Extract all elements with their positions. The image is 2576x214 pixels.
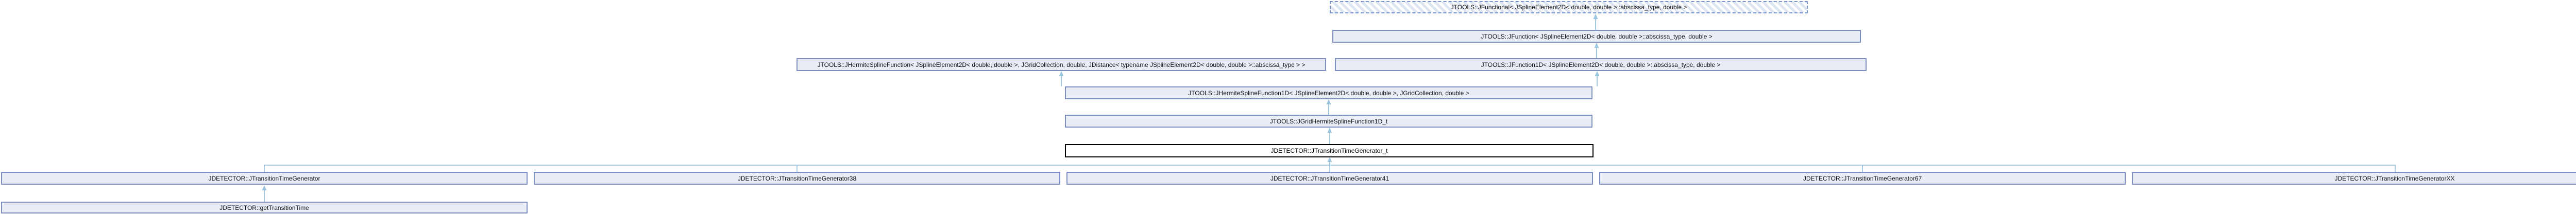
node-jtransitiontimegenerator41[interactable]: JDETECTOR::JTransitionTimeGenerator41 <box>1066 172 1593 185</box>
node-jfunction[interactable]: JTOOLS::JFunction< JSplineElement2D< dou… <box>1332 30 1861 43</box>
node-jhermitesplinefunction1d[interactable]: JTOOLS::JHermiteSplineFunction1D< JSplin… <box>1065 86 1592 99</box>
node-jhermitesplinefunction[interactable]: JTOOLS::JHermiteSplineFunction< JSplineE… <box>796 58 1326 71</box>
edge-generators-to-jtransitiontimegenerator_t <box>264 157 2396 172</box>
edge-jhermitesplinefunction1d-to-jhermitesplinefunction <box>1059 71 1064 86</box>
node-jtransitiontimegenerator[interactable]: JDETECTOR::JTransitionTimeGenerator <box>1 172 528 185</box>
node-jtransitiontimegenerator_t: JDETECTOR::JTransitionTimeGenerator_t <box>1065 144 1594 157</box>
node-jtransitiontimegenerator67[interactable]: JDETECTOR::JTransitionTimeGenerator67 <box>1599 172 2126 185</box>
node-jgridhermitesplinefunction1d_t[interactable]: JTOOLS::JGridHermiteSplineFunction1D_t <box>1065 115 1592 128</box>
node-jfunctional: JTOOLS::JFunctional< JSplineElement2D< d… <box>1330 1 1808 13</box>
edge-jfunction1d-to-jfunction <box>1594 43 1599 58</box>
node-jtransitiontimegenerator38[interactable]: JDETECTOR::JTransitionTimeGenerator38 <box>534 172 1060 185</box>
node-gettransitiontime[interactable]: JDETECTOR::getTransitionTime <box>1 202 528 213</box>
node-jtransitiontimegeneratorxx[interactable]: JDETECTOR::JTransitionTimeGeneratorXX <box>2132 172 2576 185</box>
edge-jfunction-to-jfunctional <box>1593 14 1598 30</box>
edge-jtransitiontimegenerator_t-to-jgridhermitesplinefunction1d <box>1327 128 1332 144</box>
edge-gettransitiontime-to-jtransitiontimegenerator <box>262 185 267 202</box>
edge-jhermitesplinefunction1d-to-jfunction1d <box>1595 71 1600 86</box>
node-jfunction1d[interactable]: JTOOLS::JFunction1D< JSplineElement2D< d… <box>1335 58 1867 71</box>
edge-jgridhermitesplinefunction1d-to-jhermitesplinefunction1d <box>1326 99 1331 115</box>
